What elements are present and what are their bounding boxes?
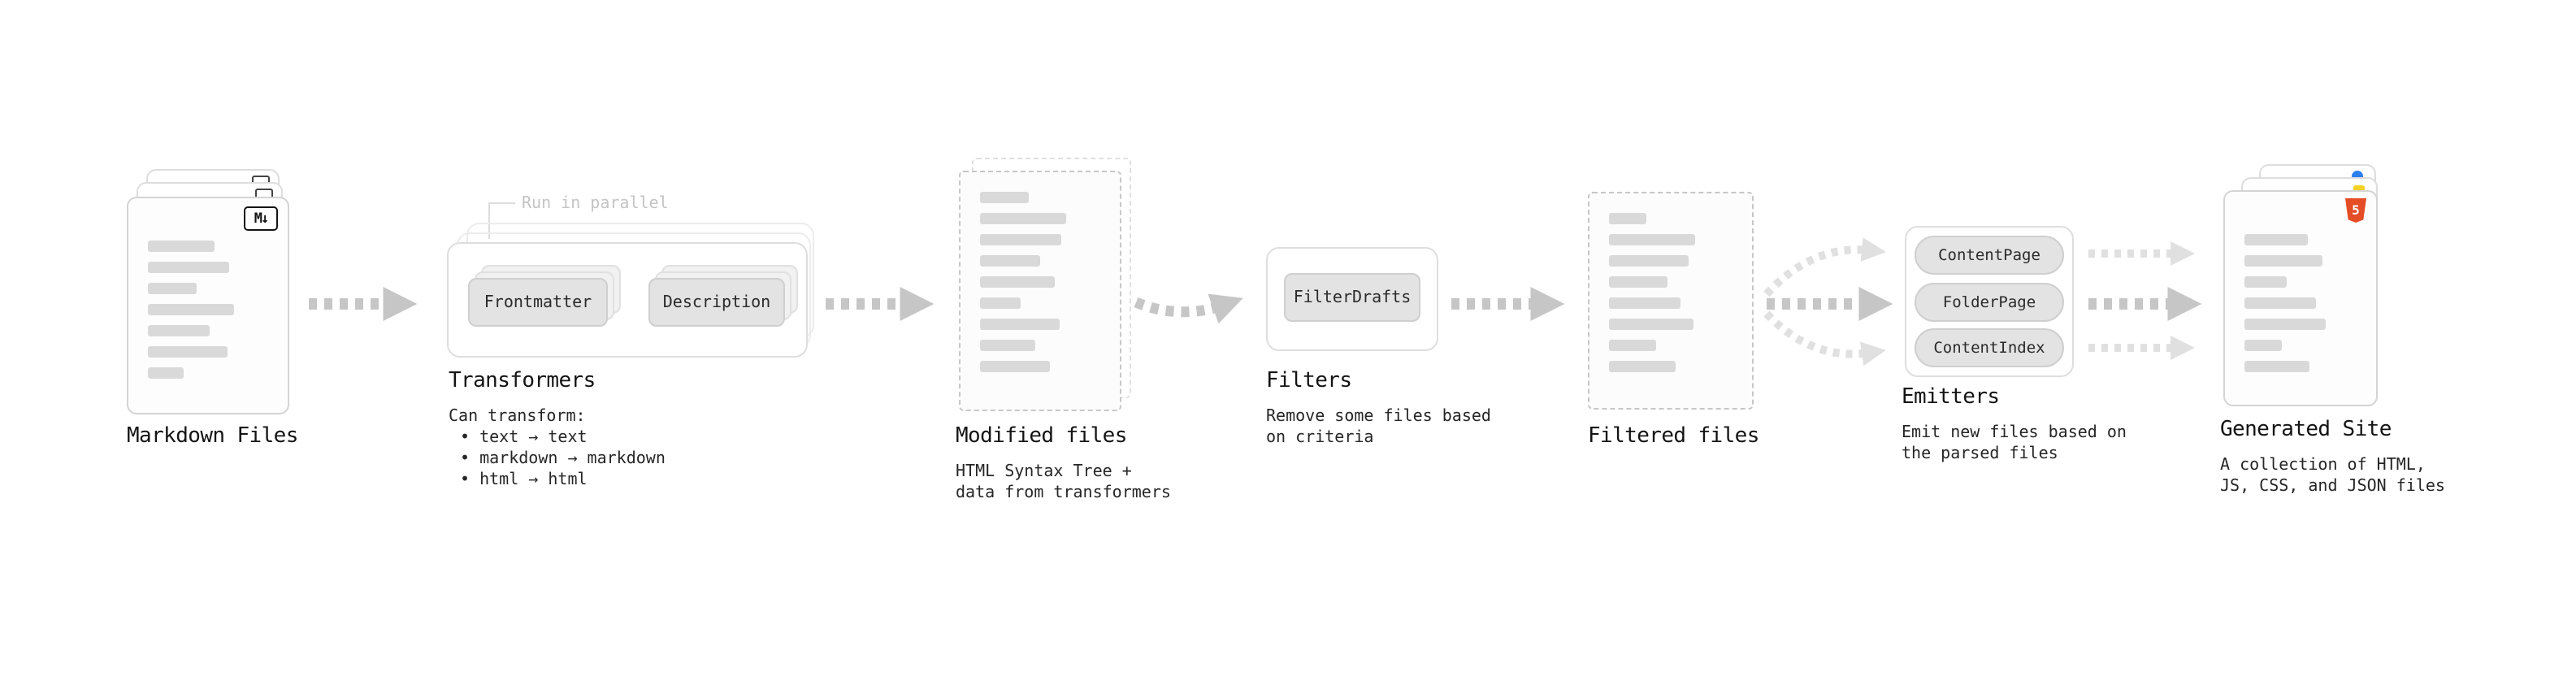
filtered-files-title: Filtered files xyxy=(1588,424,1759,449)
modified-files-text-block: Modified files HTML Syntax Tree + data f… xyxy=(956,424,1171,504)
skeleton-line xyxy=(2244,319,2326,330)
filtered-files-text-block: Filtered files xyxy=(1588,424,1759,449)
chip-description: Description xyxy=(648,278,785,327)
markdown-files-text-block: Markdown Files xyxy=(127,424,298,449)
markdown-icon: M↓ xyxy=(244,206,278,231)
skeleton-line xyxy=(2244,361,2310,372)
transformers-desc-heading: Can transform: xyxy=(449,408,586,426)
chip-contentpage: ContentPage xyxy=(1915,236,2064,275)
skeleton-line xyxy=(2244,340,2283,351)
modified-files-title: Modified files xyxy=(956,424,1127,449)
skeleton-line xyxy=(2244,297,2317,309)
filters-desc-line: Remove some files based xyxy=(1266,408,1491,426)
file-skeleton xyxy=(1589,193,1752,408)
markdown-file-card: M↓ xyxy=(127,197,289,414)
skeleton-line xyxy=(980,213,1067,224)
generated-site-card: 5 xyxy=(2223,190,2378,406)
arrow-filtered-to-emitters-top xyxy=(1763,237,1886,297)
skeleton-line xyxy=(1609,319,1693,330)
html5-icon: 5 xyxy=(2345,198,2366,223)
chip-contentindex: ContentIndex xyxy=(1915,328,2064,367)
skeleton-line xyxy=(148,367,184,379)
modified-files-desc-line: HTML Syntax Tree + xyxy=(956,463,1132,481)
filters-desc-line: on criteria xyxy=(1266,429,1374,447)
skeleton-line xyxy=(980,276,1055,288)
emitters-desc-line: the parsed files xyxy=(1902,445,2058,463)
filters-title: Filters xyxy=(1266,369,1352,393)
generated-site-desc-line: A collection of HTML, xyxy=(2220,457,2426,475)
skeleton-line xyxy=(980,340,1036,351)
skeleton-line xyxy=(148,346,228,358)
chip-filterdrafts: FilterDrafts xyxy=(1284,273,1420,322)
callout-connector-line xyxy=(488,202,515,239)
arrow-modified-to-filters xyxy=(1134,293,1243,324)
skeleton-line xyxy=(2244,276,2288,288)
file-skeleton xyxy=(128,198,288,413)
skeleton-line xyxy=(148,283,197,294)
skeleton-line xyxy=(980,255,1040,267)
skeleton-line xyxy=(980,319,1060,330)
skeleton-line xyxy=(148,304,235,315)
skeleton-line xyxy=(1609,255,1689,267)
markdown-files-title: Markdown Files xyxy=(127,424,298,449)
chip-frontmatter: Frontmatter xyxy=(468,278,608,327)
modified-files-card xyxy=(959,171,1121,411)
skeleton-line xyxy=(980,192,1029,203)
emitters-title: Emitters xyxy=(1902,385,2000,410)
arrow-filtered-to-emitters-bottom xyxy=(1763,310,1886,367)
emitters-desc-line: Emit new files based on xyxy=(1902,424,2127,442)
transformers-text-block: Transformers Can transform: • text → tex… xyxy=(449,369,666,491)
generated-site-desc-line: JS, CSS, and JSON files xyxy=(2220,478,2445,496)
skeleton-line xyxy=(1609,361,1676,372)
modified-files-desc-line: data from transformers xyxy=(956,484,1171,502)
skeleton-line xyxy=(1609,213,1646,224)
skeleton-line xyxy=(1609,234,1696,245)
file-skeleton xyxy=(961,172,1120,410)
skeleton-line xyxy=(1609,297,1681,309)
skeleton-line xyxy=(148,262,230,273)
filters-text-block: Filters Remove some files based on crite… xyxy=(1266,369,1491,449)
skeleton-line xyxy=(2244,255,2323,267)
transformers-desc-item: • markdown → markdown xyxy=(460,450,666,468)
skeleton-line xyxy=(1609,340,1656,351)
generated-site-text-block: Generated Site A collection of HTML, JS,… xyxy=(2220,418,2445,497)
skeleton-line xyxy=(980,297,1021,309)
transformers-desc-item: • text → text xyxy=(460,429,588,447)
transformers-desc-item: • html → html xyxy=(460,471,588,489)
run-in-parallel-callout: Run in parallel xyxy=(522,195,669,213)
skeleton-line xyxy=(148,241,215,252)
file-skeleton xyxy=(2225,192,2376,405)
skeleton-line xyxy=(1609,276,1668,288)
chip-folderpage: FolderPage xyxy=(1915,283,2064,322)
skeleton-line xyxy=(148,325,210,336)
transformers-title: Transformers xyxy=(449,369,596,393)
skeleton-line xyxy=(980,361,1050,372)
generated-site-title: Generated Site xyxy=(2220,418,2392,442)
emitters-text-block: Emitters Emit new files based on the par… xyxy=(1902,385,2127,465)
skeleton-line xyxy=(980,234,1062,245)
filtered-files-card xyxy=(1588,192,1754,410)
skeleton-line xyxy=(2244,234,2308,245)
